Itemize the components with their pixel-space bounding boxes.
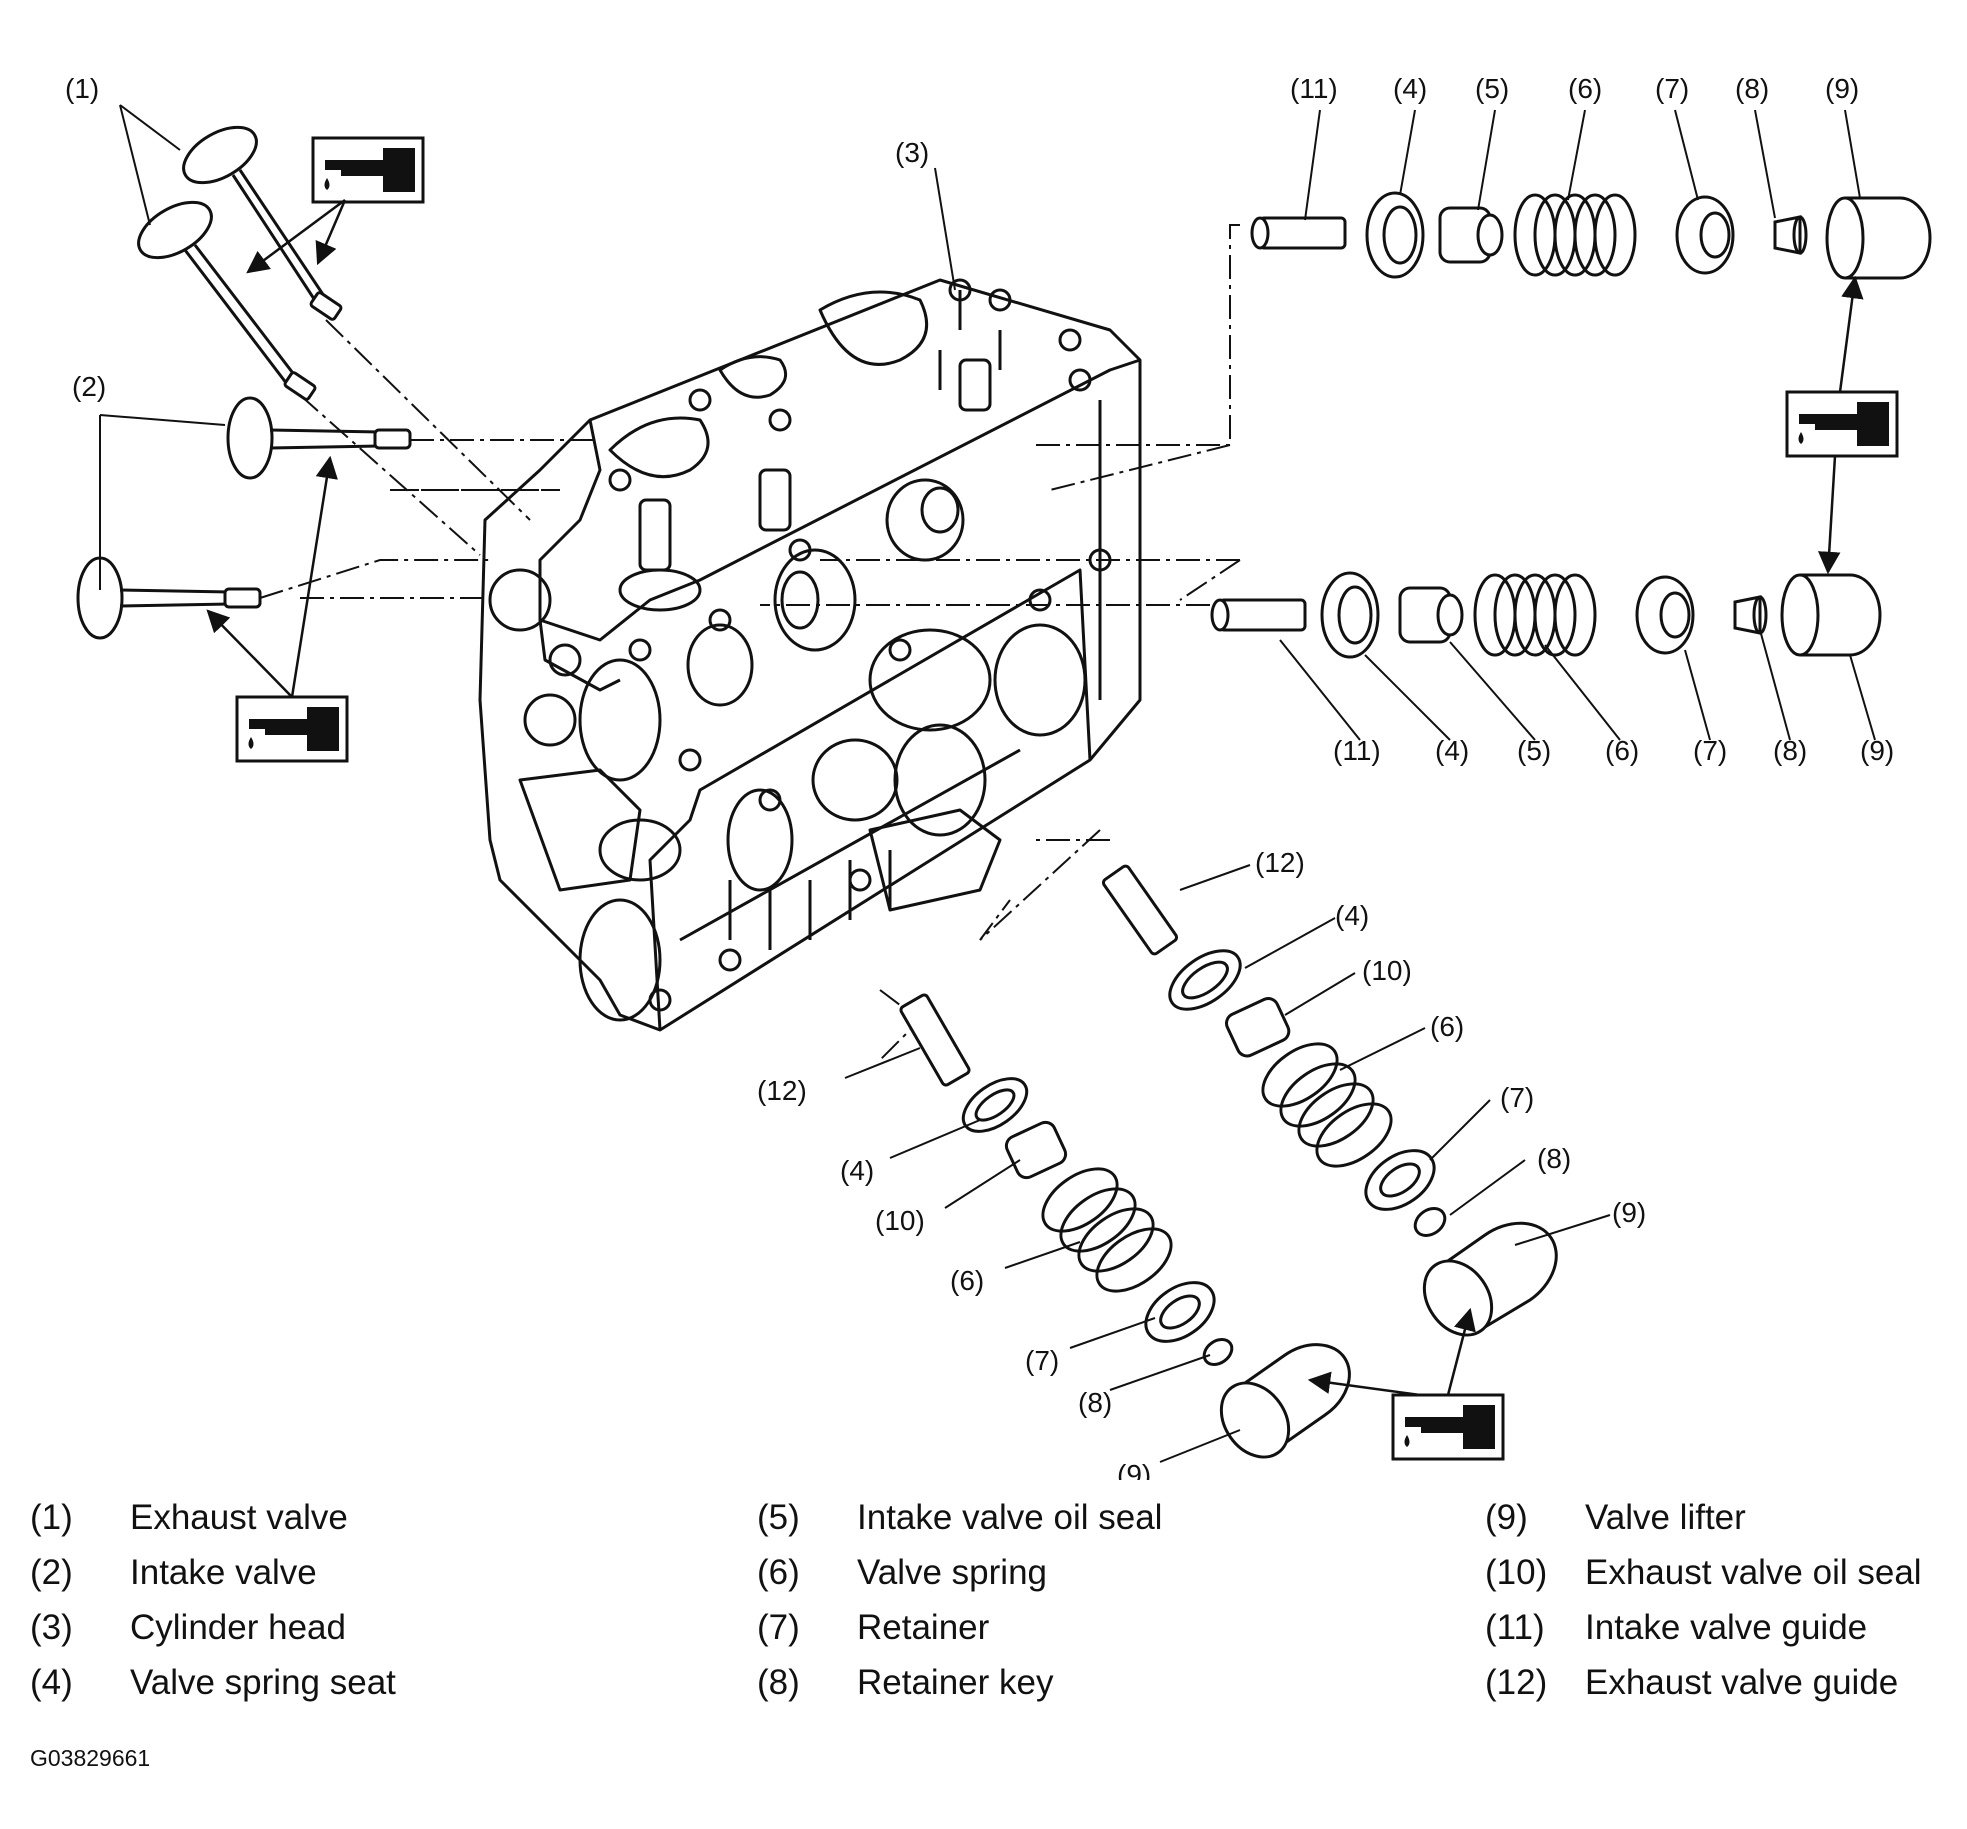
legend-number: (8) — [757, 1663, 800, 1702]
valve-spring-4 — [1041, 1167, 1173, 1293]
callout-top-11: (11) — [1290, 73, 1338, 104]
callout-top-4: (4) — [1393, 73, 1427, 104]
intake-valve-guide — [1250, 216, 1347, 250]
oil-can-icon — [1785, 390, 1899, 458]
legend-label: Intake valve — [130, 1553, 317, 1592]
valve-spring-seat-2 — [1320, 571, 1380, 659]
callout-mid-11: (11) — [1333, 735, 1381, 766]
callout-3: (3) — [895, 137, 929, 168]
callout-top-7: (7) — [1655, 73, 1689, 104]
callout-left-10: (10) — [875, 1205, 925, 1236]
exhaust-valve-guide-2 — [899, 993, 971, 1087]
intake-valve-guide-2 — [1210, 598, 1307, 632]
callout-top-6: (6) — [1568, 73, 1602, 104]
valve-spring-2 — [1473, 573, 1597, 657]
valve-lifter — [1825, 196, 1932, 280]
callout-1: (1) — [65, 73, 99, 104]
legend-number: (4) — [30, 1663, 73, 1702]
legend-number: (10) — [1485, 1553, 1548, 1592]
assembly-leader-lines — [259, 224, 1241, 1061]
callout-leaders — [99, 104, 1876, 1463]
callout-mid-4: (4) — [1435, 735, 1469, 766]
callout-left-8: (8) — [1078, 1387, 1112, 1418]
retainer-key-4 — [1202, 1338, 1234, 1366]
retainer-key-2 — [1733, 595, 1768, 635]
intake-valves — [76, 396, 412, 640]
legend-number: (12) — [1485, 1663, 1548, 1702]
intake-valve-oil-seal — [1438, 206, 1504, 264]
retainer-key-3 — [1413, 1207, 1447, 1237]
exhaust-valve-oil-seal — [1225, 997, 1291, 1058]
legend-number: (7) — [757, 1608, 800, 1647]
callout-right-6: (6) — [1430, 1011, 1464, 1042]
callout-left-4: (4) — [840, 1155, 874, 1186]
callout-right-12: (12) — [1255, 847, 1305, 878]
legend-label: Valve lifter — [1585, 1498, 1746, 1537]
callout-left-7: (7) — [1025, 1345, 1059, 1376]
callout-mid-6: (6) — [1605, 735, 1639, 766]
callout-top-5: (5) — [1475, 73, 1509, 104]
oil-can-icon — [235, 695, 349, 763]
exhaust-valves — [137, 125, 343, 401]
legend-label: Valve spring — [857, 1553, 1048, 1592]
legend-number: (2) — [30, 1553, 73, 1592]
callout-mid-8: (8) — [1773, 735, 1807, 766]
cylinder-head — [478, 278, 1142, 1032]
valve-lifter-3 — [1422, 1221, 1558, 1337]
callout-right-10: (10) — [1362, 955, 1412, 986]
legend-number: (5) — [757, 1498, 800, 1537]
exploded-view-diagram: (1) (2) (3) (11) (4) (5) (6) (7) (8) (9)… — [65, 73, 1932, 1480]
legend-label: Exhaust valve — [130, 1498, 348, 1537]
legend-label: Intake valve guide — [1585, 1608, 1868, 1647]
valve-spring — [1513, 193, 1637, 277]
legend-label: Intake valve oil seal — [857, 1498, 1163, 1537]
callout-left-6: (6) — [950, 1265, 984, 1296]
valve-lifter-2 — [1780, 573, 1882, 657]
legend-label: Valve spring seat — [130, 1663, 396, 1702]
callout-right-4: (4) — [1335, 900, 1369, 931]
callout-2: (2) — [72, 371, 106, 402]
callout-left-9: (9) — [1117, 1459, 1151, 1480]
callouts: (1) (2) (3) (11) (4) (5) (6) (7) (8) (9)… — [65, 73, 1894, 1480]
legend-number: (6) — [757, 1553, 800, 1592]
parts-legend: (1) Exhaust valve (2) Intake valve (3) C… — [30, 1498, 1940, 1728]
exhaust-valve-guide — [1101, 864, 1179, 956]
legend-label: Exhaust valve oil seal — [1585, 1553, 1922, 1592]
callout-left-12: (12) — [757, 1075, 807, 1106]
figure-id: G03829661 — [30, 1745, 151, 1771]
retainer-4 — [1144, 1281, 1216, 1343]
legend-label: Retainer key — [857, 1663, 1054, 1702]
exhaust-valve-oil-seal-2 — [1004, 1120, 1068, 1180]
legend-number: (1) — [30, 1498, 73, 1537]
valve-spring-3 — [1261, 1042, 1393, 1168]
callout-right-9: (9) — [1612, 1197, 1646, 1228]
legend-label: Cylinder head — [130, 1608, 346, 1647]
callout-right-8: (8) — [1537, 1143, 1571, 1174]
oil-arrows — [206, 198, 1864, 1397]
callout-right-7: (7) — [1500, 1082, 1534, 1113]
legend-number: (11) — [1485, 1608, 1545, 1647]
intake-valve-oil-seal-2 — [1398, 586, 1464, 644]
legend-number: (9) — [1485, 1498, 1528, 1537]
legend-label: Retainer — [857, 1608, 990, 1647]
oil-can-icon — [311, 136, 425, 204]
retainer-2 — [1635, 575, 1695, 655]
callout-top-8: (8) — [1735, 73, 1769, 104]
callout-mid-9: (9) — [1860, 735, 1894, 766]
retainer-key — [1773, 215, 1808, 255]
legend-number: (3) — [30, 1608, 73, 1647]
callout-mid-5: (5) — [1517, 735, 1551, 766]
valve-spring-seat — [1365, 191, 1425, 279]
valve-spring-seat-3 — [1168, 949, 1242, 1011]
legend-label: Exhaust valve guide — [1585, 1663, 1899, 1702]
callout-top-9: (9) — [1825, 73, 1859, 104]
retainer — [1675, 195, 1735, 275]
valve-lifter-4 — [1219, 1343, 1351, 1459]
oil-can-icon — [1391, 1393, 1505, 1461]
callout-mid-7: (7) — [1693, 735, 1727, 766]
